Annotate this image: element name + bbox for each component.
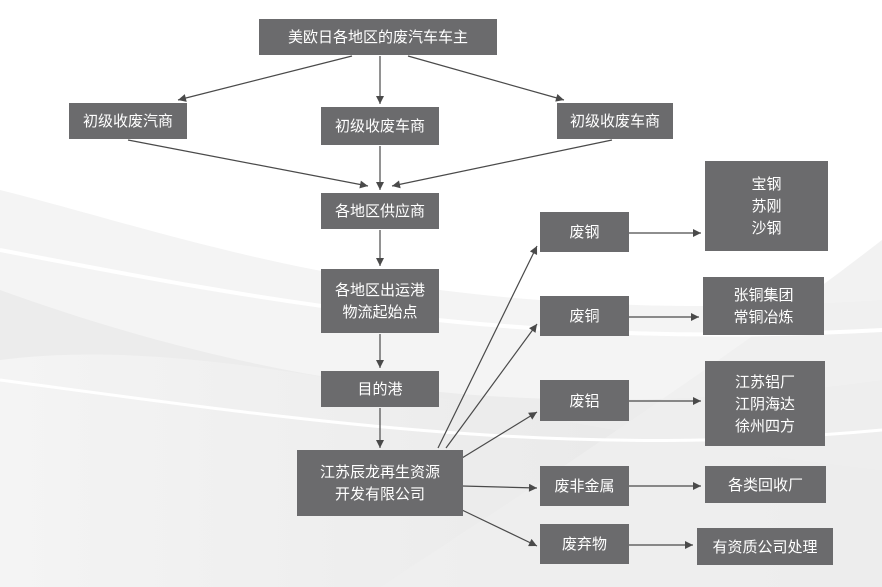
node-scrap-aluminum: 废铝 <box>540 380 629 421</box>
node-recycling-plants: 各类回收厂 <box>705 466 826 503</box>
node-aluminum-buyers: 江苏铝厂 江阴海达 徐州四方 <box>705 361 825 446</box>
node-copper-buyers-label: 张铜集团 常铜冶炼 <box>733 286 794 326</box>
node-dealer-scrap-car: 初级收废汽商 <box>69 103 187 139</box>
node-recycling-plants-label: 各类回收厂 <box>727 475 803 494</box>
node-waste-label: 废弃物 <box>561 535 607 553</box>
node-regional-supplier-label: 各地区供应商 <box>334 202 425 220</box>
arrow-company-to-nonferrous <box>461 483 538 492</box>
node-copper-buyers: 张铜集团 常铜冶炼 <box>703 277 824 335</box>
node-scrap-nonferrous-label: 废非金属 <box>554 477 615 495</box>
node-destination-port-label: 目的港 <box>357 380 403 398</box>
node-company-label: 江苏辰龙再生资源 开发有限公司 <box>319 463 440 503</box>
node-company: 江苏辰龙再生资源 开发有限公司 <box>297 450 463 516</box>
node-waste: 废弃物 <box>540 524 629 564</box>
arrow-company-to-steel <box>437 245 538 449</box>
arrow-owner-to-dealer-left <box>177 55 353 102</box>
arrow-company-to-copper <box>445 323 538 449</box>
node-dealer-scrap-vehicle-mid: 初级收废车商 <box>321 107 439 145</box>
node-aluminum-buyers-label: 江苏铝厂 江阴海达 徐州四方 <box>734 372 795 435</box>
node-scrap-steel-label: 废钢 <box>569 223 600 241</box>
node-qualified-disposal-label: 有资质公司处理 <box>712 537 818 556</box>
node-scrap-nonferrous: 废非金属 <box>540 466 629 506</box>
node-regional-supplier: 各地区供应商 <box>321 193 439 229</box>
node-scrap-copper: 废铜 <box>540 296 629 336</box>
node-dealer-scrap-vehicle-right: 初级收废车商 <box>557 103 673 139</box>
arrow-dealer-left-to-supplier <box>127 139 369 189</box>
node-scrap-steel: 废钢 <box>540 212 629 252</box>
node-dealer-scrap-vehicle-mid-label: 初级收废车商 <box>334 117 425 135</box>
node-steel-buyers: 宝钢 苏刚 沙钢 <box>705 161 828 251</box>
node-dealer-scrap-vehicle-right-label: 初级收废车商 <box>569 112 660 130</box>
node-scrap-aluminum-label: 废铝 <box>569 391 600 410</box>
arrow-company-to-waste <box>461 509 538 547</box>
node-scrap-copper-label: 废铜 <box>569 307 600 325</box>
arrow-dealer-right-to-supplier <box>391 139 613 189</box>
arrow-company-to-aluminum <box>461 411 538 459</box>
node-steel-buyers-label: 宝钢 苏刚 沙钢 <box>751 175 782 237</box>
node-dealer-scrap-car-label: 初级收废汽商 <box>82 112 173 130</box>
node-departure-port: 各地区出运港 物流起始点 <box>321 269 439 333</box>
node-car-owners-label: 美欧日各地区的废汽车车主 <box>287 28 468 46</box>
node-destination-port: 目的港 <box>321 371 439 407</box>
node-car-owners: 美欧日各地区的废汽车车主 <box>259 19 497 55</box>
arrow-owner-to-dealer-right <box>407 55 565 102</box>
node-qualified-disposal: 有资质公司处理 <box>697 528 833 565</box>
node-departure-port-label: 各地区出运港 物流起始点 <box>334 281 425 321</box>
